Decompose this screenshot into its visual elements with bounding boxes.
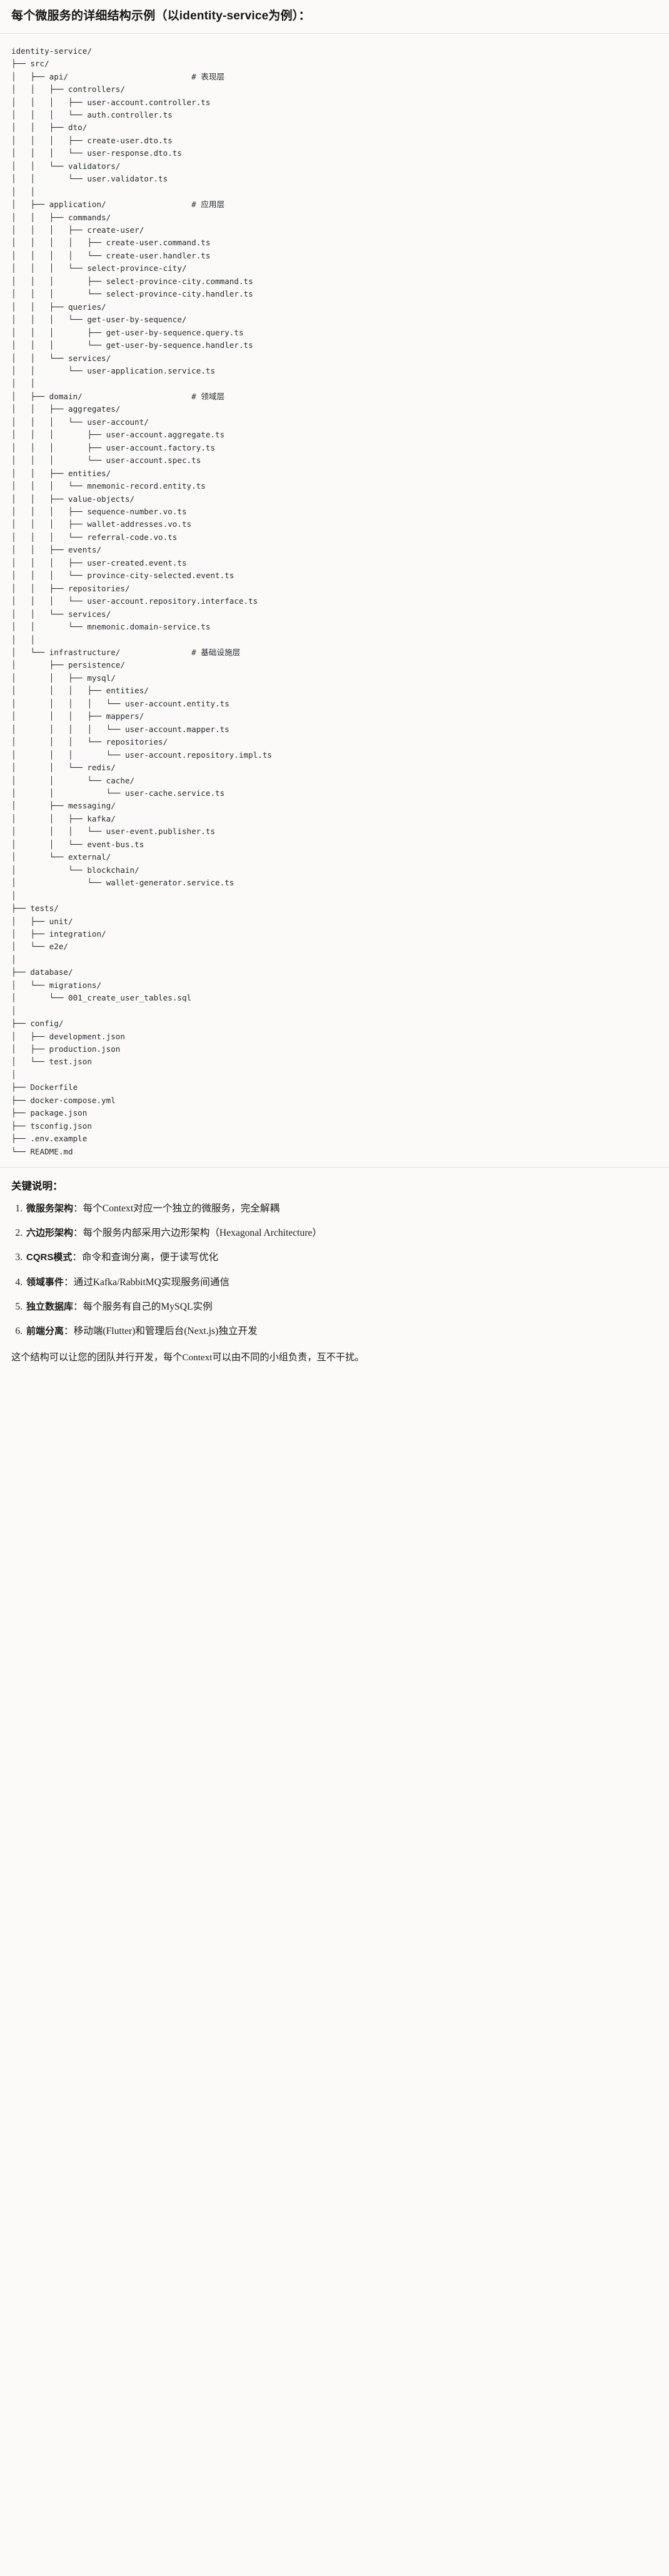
key-term: 前端分离 bbox=[26, 1325, 64, 1336]
tree-divider bbox=[0, 1167, 669, 1168]
key-desc: ：每个服务内部采用六边形架构（Hexagonal Architecture） bbox=[73, 1228, 323, 1239]
header-divider bbox=[0, 33, 669, 34]
key-term: 独立数据库 bbox=[26, 1301, 74, 1312]
key-desc: ：通过Kafka/RabbitMQ实现服务间通信 bbox=[64, 1276, 230, 1288]
list-item: 微服务架构：每个Context对应一个独立的微服务，完全解耦 bbox=[25, 1201, 658, 1216]
list-item: 独立数据库：每个服务有自己的MySQL实例 bbox=[25, 1300, 658, 1315]
document-header: 每个微服务的详细结构示例（以identity-service为例）： bbox=[0, 0, 669, 33]
list-item: CQRS模式：命令和查询分离，便于读写优化 bbox=[25, 1250, 658, 1265]
key-term: 六边形架构 bbox=[26, 1228, 74, 1239]
document-page: 每个微服务的详细结构示例（以identity-service为例）： ident… bbox=[0, 0, 669, 1377]
list-item: 领域事件：通过Kafka/RabbitMQ实现服务间通信 bbox=[25, 1275, 658, 1290]
closing-paragraph: 这个结构可以让您的团队并行开发，每个Context可以由不同的小组负责，互不干扰… bbox=[11, 1352, 365, 1363]
key-term: 领域事件 bbox=[26, 1276, 64, 1288]
key-points-block: 关键说明： 微服务架构：每个Context对应一个独立的微服务，完全解耦 六边形… bbox=[0, 1168, 669, 1345]
key-term: 微服务架构 bbox=[26, 1203, 74, 1214]
key-points-list: 微服务架构：每个Context对应一个独立的微服务，完全解耦 六边形架构：每个服… bbox=[11, 1201, 658, 1339]
key-desc: ：命令和查询分离，便于读写优化 bbox=[72, 1252, 219, 1263]
key-points-title: 关键说明： bbox=[11, 1181, 63, 1193]
key-desc: ：每个服务有自己的MySQL实例 bbox=[73, 1301, 213, 1312]
closing-block: 这个结构可以让您的团队并行开发，每个Context可以由不同的小组负责，互不干扰… bbox=[0, 1345, 669, 1377]
list-item: 六边形架构：每个服务内部采用六边形架构（Hexagonal Architectu… bbox=[25, 1226, 658, 1241]
key-desc: ：每个Context对应一个独立的微服务，完全解耦 bbox=[73, 1203, 280, 1214]
directory-tree-block: identity-service/ ├── src/ │ ├── api/ # … bbox=[0, 33, 669, 1168]
page-title: 每个微服务的详细结构示例（以identity-service为例）： bbox=[11, 9, 311, 23]
directory-tree: identity-service/ ├── src/ │ ├── api/ # … bbox=[11, 46, 273, 1156]
key-term: CQRS模式 bbox=[26, 1252, 73, 1263]
key-desc: ：移动端(Flutter)和管理后台(Next.js)独立开发 bbox=[64, 1325, 258, 1336]
list-item: 前端分离：移动端(Flutter)和管理后台(Next.js)独立开发 bbox=[25, 1324, 658, 1339]
